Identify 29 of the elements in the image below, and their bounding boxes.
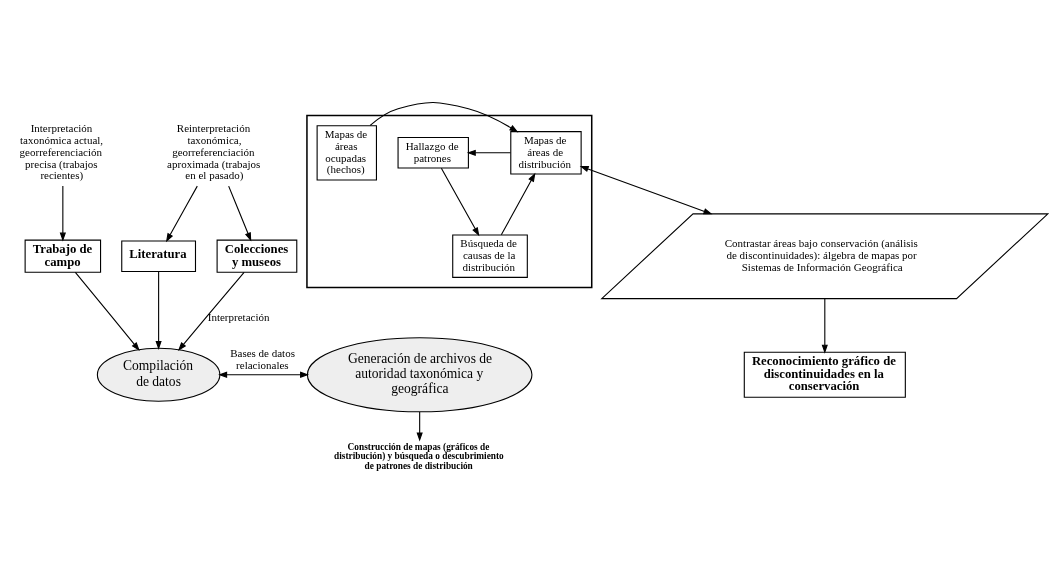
node-box: Colecciones y museos <box>216 239 298 273</box>
node-box: Hallazgo de patrones <box>397 136 469 169</box>
node-text: Reinterpretación taxonómica, georreferenciación aproximada (trabajos en el pasado) <box>167 121 261 181</box>
edge-label: Interpretación <box>207 310 270 323</box>
node-text: Interpretación taxonómica actual, georreferenciación precisa (trabajos recientes) <box>19 121 104 181</box>
arrow <box>74 271 140 351</box>
arrow <box>500 172 536 235</box>
arrow <box>155 270 162 350</box>
arrow <box>821 297 828 354</box>
node-text: Construcción de mapas (gráficos de distribución) y búsqueda o descubrimiento de patrones de distribución <box>334 441 504 471</box>
node-ellipse: Generación de archivos de autoridad taxonómica y geográfica <box>306 336 533 412</box>
arrow <box>440 167 480 236</box>
edge-label: Bases de datos relacionales <box>230 346 295 371</box>
node-box: Reconocimiento gráfico de discontinuidades en la conservación <box>743 351 906 398</box>
node-box: Literatura <box>121 239 197 272</box>
node-box: Mapas de áreas de distribución <box>510 130 582 175</box>
arrow <box>165 185 198 242</box>
arrow <box>579 165 713 214</box>
arrow <box>177 271 245 351</box>
node-box: Mapas de áreas ocupadas (hechos) <box>316 124 377 180</box>
node-box: Trabajo de campo <box>24 239 102 273</box>
arrow <box>369 101 519 132</box>
node-box: Búsqueda de causas de la distribución <box>452 233 528 278</box>
arrow <box>228 185 252 241</box>
arrow <box>416 410 423 441</box>
arrow <box>218 371 310 378</box>
arrow <box>59 185 66 242</box>
node-ellipse: Compilación de datos <box>96 347 221 402</box>
arrow <box>466 149 512 156</box>
